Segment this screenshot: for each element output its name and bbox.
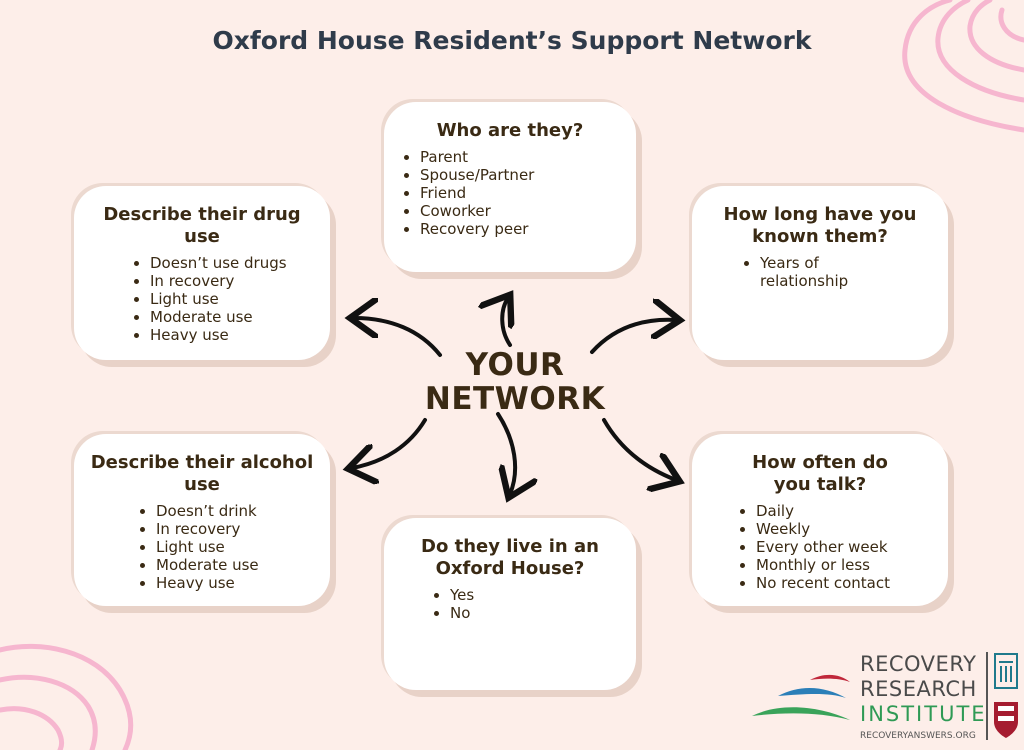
list-item: Light use bbox=[156, 538, 316, 556]
card-oxford-house: Do they live in an Oxford House? Yes No bbox=[384, 518, 636, 690]
card-list: Doesn’t use drugs In recovery Light use … bbox=[88, 254, 316, 344]
card-how-long: How long have you known them? Years of r… bbox=[692, 186, 948, 360]
card-alcohol-use: Describe their alcohol use Doesn’t drink… bbox=[74, 434, 330, 606]
logo-url: RECOVERYANSWERS.ORG bbox=[860, 731, 976, 741]
arrow-to-alcohol bbox=[352, 418, 427, 468]
swirl-bottom-left-3 bbox=[0, 706, 65, 750]
center-label-line2: NETWORK bbox=[424, 381, 606, 417]
list-item: In recovery bbox=[156, 520, 316, 538]
card-drug-use: Describe their drug use Doesn’t use drug… bbox=[74, 186, 330, 360]
list-item: In recovery bbox=[150, 272, 316, 290]
arrow-to-drug bbox=[354, 318, 442, 357]
card-heading: How often do you talk? bbox=[752, 452, 888, 495]
list-item: Doesn’t use drugs bbox=[150, 254, 316, 272]
list-item: Weekly bbox=[756, 520, 934, 538]
card-how-often: How often do you talk? Daily Weekly Ever… bbox=[692, 434, 948, 606]
list-item: Yes bbox=[450, 586, 622, 604]
list-item: Every other week bbox=[756, 538, 934, 556]
card-heading: Who are they? bbox=[436, 120, 584, 141]
list-item: Spouse/Partner bbox=[420, 166, 622, 184]
logo-wave-icon bbox=[752, 674, 850, 720]
list-item: Light use bbox=[150, 290, 316, 308]
swirl-top-right-4 bbox=[998, 7, 1024, 43]
logo-line2: RESEARCH bbox=[860, 677, 977, 701]
arrow-to-often bbox=[602, 418, 676, 480]
card-list: Parent Spouse/Partner Friend Coworker Re… bbox=[398, 148, 622, 238]
list-item: Friend bbox=[420, 184, 622, 202]
card-heading: How long have you known them? bbox=[723, 204, 917, 247]
card-who-are-they: Who are they? Parent Spouse/Partner Frie… bbox=[384, 102, 636, 272]
card-list: Years of relationship bbox=[706, 254, 870, 290]
list-item: Doesn’t drink bbox=[156, 502, 316, 520]
card-list: Doesn’t drink In recovery Light use Mode… bbox=[88, 502, 316, 592]
logo-line1: RECOVERY bbox=[860, 652, 977, 676]
logo-divider bbox=[986, 652, 988, 740]
list-item: Heavy use bbox=[156, 574, 316, 592]
list-item: Moderate use bbox=[150, 308, 316, 326]
list-item: No bbox=[450, 604, 622, 622]
institution-shield-icon bbox=[994, 653, 1018, 738]
list-item: Coworker bbox=[420, 202, 622, 220]
center-label: YOUR NETWORK bbox=[420, 348, 610, 416]
swirl-top-right-2 bbox=[935, 0, 1024, 103]
page-title: Oxford House Resident’s Support Network bbox=[212, 26, 812, 55]
card-heading: Do they live in an Oxford House? bbox=[421, 536, 599, 579]
swirl-top-right-3 bbox=[967, 0, 1024, 73]
arrow-to-howlong bbox=[590, 320, 676, 354]
list-item: Monthly or less bbox=[756, 556, 934, 574]
list-item: Recovery peer bbox=[420, 220, 622, 238]
list-item: Years of relationship bbox=[760, 254, 870, 290]
list-item: Moderate use bbox=[156, 556, 316, 574]
card-heading: Describe their alcohol use bbox=[90, 452, 314, 495]
list-item: Parent bbox=[420, 148, 622, 166]
card-list: Daily Weekly Every other week Monthly or… bbox=[706, 502, 934, 592]
center-label-line1: YOUR bbox=[465, 347, 565, 383]
arrow-to-who bbox=[502, 298, 510, 347]
card-list: Yes No bbox=[398, 586, 622, 622]
list-item: Daily bbox=[756, 502, 934, 520]
recovery-research-institute-logo: RECOVERY RESEARCH INSTITUTE RECOVERYANSW… bbox=[750, 650, 1020, 745]
list-item: No recent contact bbox=[756, 574, 934, 592]
swirl-bottom-left-1 bbox=[0, 643, 134, 750]
logo-line3: INSTITUTE bbox=[860, 702, 987, 726]
swirl-bottom-left-2 bbox=[0, 674, 98, 750]
swirl-top-right-1 bbox=[902, 0, 1024, 133]
card-heading: Describe their drug use bbox=[103, 204, 301, 247]
arrow-to-oxford bbox=[496, 412, 515, 494]
list-item: Heavy use bbox=[150, 326, 316, 344]
